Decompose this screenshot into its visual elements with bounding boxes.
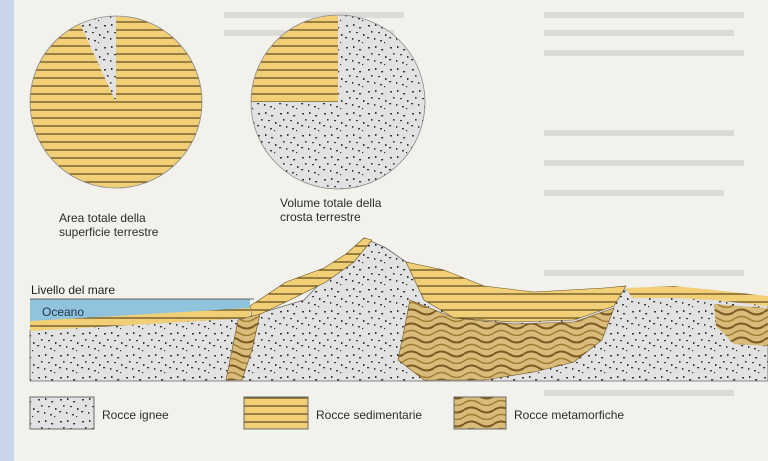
area-pie-chart	[30, 16, 202, 188]
volume-pie-chart	[251, 15, 425, 189]
textbook-page: Area totale della superficie terrestre V…	[14, 0, 768, 461]
legend-sedimentary-swatch	[244, 397, 308, 429]
volume-caption-line1: Volume totale della	[280, 196, 430, 210]
volume-pie-caption: Volume totale della crosta terrestre	[280, 196, 430, 224]
legend-igneous-swatch	[30, 397, 94, 429]
area-caption-line1: Area totale della	[59, 211, 229, 225]
legend-igneous-label: Rocce ignee	[102, 408, 169, 422]
volume-pie-sedimentary-slice	[251, 15, 338, 102]
area-caption-line2: superficie terrestre	[59, 225, 229, 239]
sea-level-label: Livello del mare	[31, 283, 115, 297]
legend-metamorphic-label: Rocce metamorfiche	[514, 408, 624, 422]
legend-metamorphic-swatch	[454, 397, 506, 429]
area-pie-caption: Area totale della superficie terrestre	[59, 211, 229, 239]
volume-caption-line2: crosta terrestre	[280, 210, 430, 224]
ocean-label: Oceano	[42, 305, 84, 319]
crust-cross-section	[30, 238, 768, 381]
legend-sedimentary-label: Rocce sedimentarie	[316, 408, 422, 422]
